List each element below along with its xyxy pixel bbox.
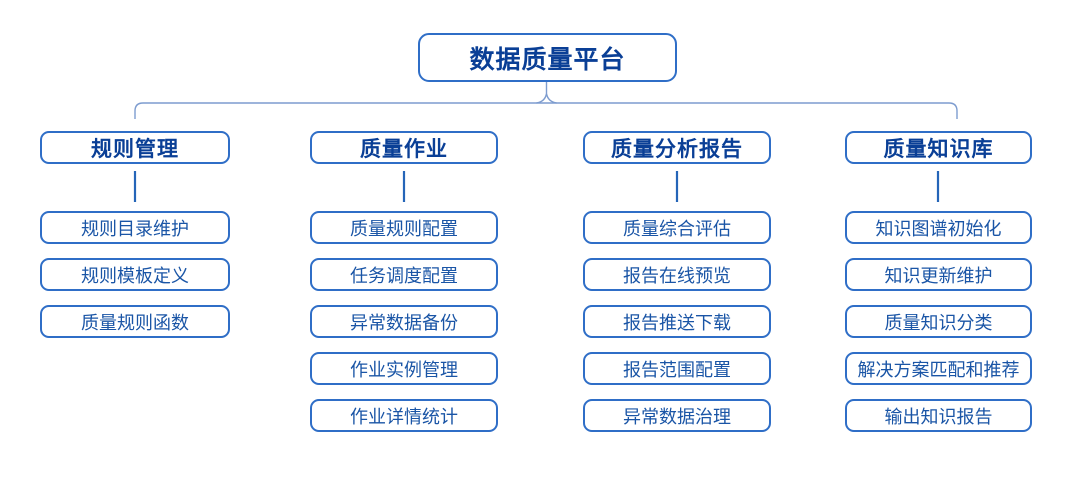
leaf-label: 异常数据治理 <box>623 406 731 428</box>
branch-node-quality-knowledge-base: 质量知识库 <box>845 131 1032 164</box>
leaf-node: 知识更新维护 <box>845 258 1032 291</box>
leaf-label: 质量规则配置 <box>350 218 458 240</box>
leaf-label: 规则目录维护 <box>81 218 189 240</box>
branch-node-quality-jobs: 质量作业 <box>310 131 498 164</box>
leaf-label: 报告推送下载 <box>623 312 731 334</box>
branch-label: 质量作业 <box>360 136 448 161</box>
leaf-node: 质量综合评估 <box>583 211 771 244</box>
leaf-node: 报告在线预览 <box>583 258 771 291</box>
branch-label: 质量知识库 <box>883 136 994 161</box>
leaf-label: 规则模板定义 <box>81 265 189 287</box>
root-stem-line <box>536 81 557 104</box>
branch-label: 质量分析报告 <box>611 136 743 161</box>
leaf-node: 作业详情统计 <box>310 399 498 432</box>
branch-node-rule-management: 规则管理 <box>40 131 230 164</box>
leaf-label: 报告范围配置 <box>623 359 731 381</box>
leaf-label: 输出知识报告 <box>884 406 993 428</box>
branch-label: 规则管理 <box>91 136 179 161</box>
leaf-label: 质量知识分类 <box>884 312 993 334</box>
leaf-label: 质量规则函数 <box>81 312 189 334</box>
leaf-label: 异常数据备份 <box>350 312 458 334</box>
leaf-node: 异常数据治理 <box>583 399 771 432</box>
leaf-label: 任务调度配置 <box>350 265 458 287</box>
leaf-label: 解决方案匹配和推荐 <box>857 359 1020 381</box>
branch-node-quality-analysis-report: 质量分析报告 <box>583 131 771 164</box>
leaf-node: 报告范围配置 <box>583 352 771 385</box>
leaf-node: 质量知识分类 <box>845 305 1032 338</box>
leaf-label: 作业实例管理 <box>350 359 458 381</box>
leaf-node: 异常数据备份 <box>310 305 498 338</box>
leaf-label: 质量综合评估 <box>623 218 731 240</box>
branch-stub-lines <box>133 171 940 202</box>
leaf-node: 规则目录维护 <box>40 211 230 244</box>
leaf-node: 任务调度配置 <box>310 258 498 291</box>
bracket-line <box>134 102 958 119</box>
leaf-label: 作业详情统计 <box>350 406 458 428</box>
leaf-node: 报告推送下载 <box>583 305 771 338</box>
leaf-node: 知识图谱初始化 <box>845 211 1032 244</box>
leaf-node: 质量规则配置 <box>310 211 498 244</box>
leaf-node: 质量规则函数 <box>40 305 230 338</box>
root-node-label: 数据质量平台 <box>469 44 626 74</box>
leaf-label: 知识图谱初始化 <box>875 218 1002 240</box>
leaf-node: 规则模板定义 <box>40 258 230 291</box>
leaf-node: 解决方案匹配和推荐 <box>845 352 1032 385</box>
leaf-node: 作业实例管理 <box>310 352 498 385</box>
root-node: 数据质量平台 <box>418 33 677 82</box>
leaf-node: 输出知识报告 <box>845 399 1032 432</box>
leaf-label: 知识更新维护 <box>884 265 993 287</box>
leaf-label: 报告在线预览 <box>623 265 731 287</box>
